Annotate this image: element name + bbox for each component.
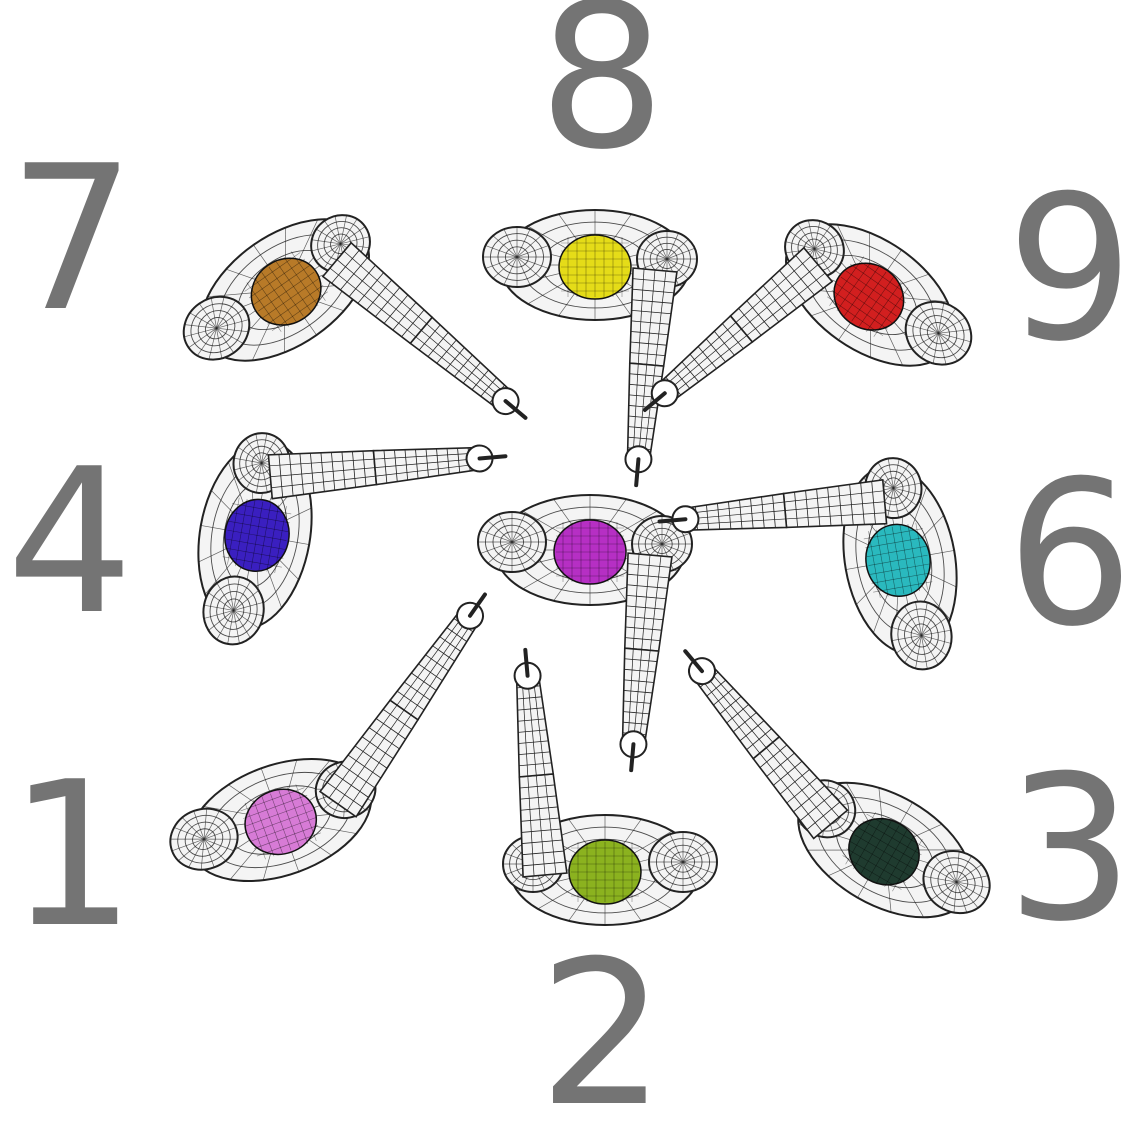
shoulder-mesh: [478, 512, 546, 572]
figure-1: [126, 594, 552, 910]
forearm-mesh: [622, 648, 658, 745]
pointing-hand: [620, 731, 646, 770]
head: [569, 840, 641, 904]
upper-arm-mesh: [519, 774, 567, 877]
head: [559, 235, 631, 299]
pointing-hand: [515, 650, 541, 689]
upper-arm-mesh: [630, 268, 677, 366]
figure-2: [503, 650, 717, 925]
figure-8: [483, 210, 697, 485]
shoulder-mesh: [483, 227, 551, 287]
figure-5: [478, 495, 692, 770]
forearm-mesh: [517, 675, 554, 777]
figure-3: [622, 648, 1021, 954]
head: [554, 520, 626, 584]
figure-9: [640, 178, 994, 542]
forearm-mesh: [368, 430, 484, 502]
upper-arm-mesh: [625, 553, 672, 651]
shoulder-mesh: [649, 832, 717, 892]
pointing-hand: [625, 446, 651, 485]
